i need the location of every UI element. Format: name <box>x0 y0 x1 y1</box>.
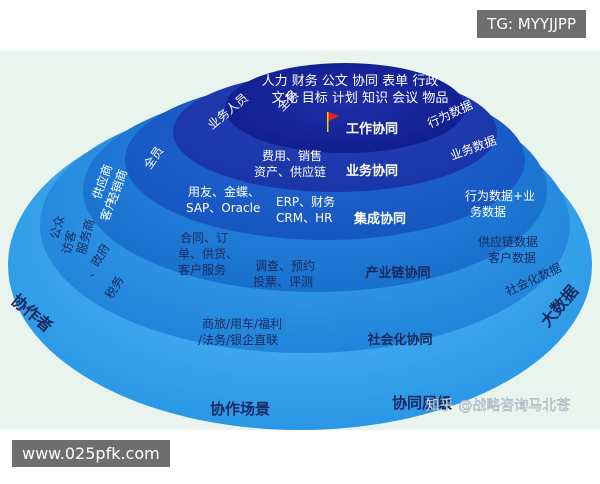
industry-left-line2: 单、供货、 <box>178 246 238 261</box>
work-tasks-line1: 人力 财务 公文 协同 表单 行政 <box>262 73 439 89</box>
social-left-line1: 商旅/用车/福利 <box>202 316 282 331</box>
integration-left-line2: SAP、Oracle <box>186 201 260 215</box>
zhihu-watermark: 知乎 @战略咨询马北苍 <box>426 397 570 414</box>
industry-left-line3: 客户服务 <box>178 262 226 277</box>
flag-icon <box>327 112 340 132</box>
integration-right-line2: 务数据 <box>470 204 506 219</box>
industry-side2-line1: 公众 <box>47 214 67 241</box>
bottom-center-label: 协同层级 <box>392 394 453 412</box>
integration-title: 集成协同 <box>353 211 406 227</box>
bottom-left-label: 协作场景 <box>210 400 270 418</box>
work-tasks-line2: 文化 目标 计划 知识 会议 物品 <box>272 90 449 106</box>
site-watermark: www.025pfk.com <box>12 440 170 467</box>
business-tasks-line2: 资产、供应链 <box>254 164 326 179</box>
ring-work <box>225 63 465 153</box>
work-title: 工作协同 <box>346 121 398 137</box>
tg-watermark: TG: MYYJJPP <box>477 10 586 38</box>
integration-right-line1: 行为数据+业 <box>465 188 535 203</box>
industry-left-line1: 合同、订 <box>180 230 228 245</box>
industry-mid-line2: 投票、评测 <box>253 274 313 289</box>
integration-left-line1: 用友、金蝶、 <box>188 184 260 199</box>
business-title: 业务协同 <box>346 163 398 179</box>
industry-right-line2: 客户数据 <box>488 250 536 265</box>
business-tasks-line1: 费用、销售 <box>262 148 322 163</box>
integration-tasks-line2: CRM、HR <box>276 211 332 225</box>
industry-title: 产业链协同 <box>365 265 430 281</box>
industry-mid-line1: 调查、预约 <box>255 258 315 273</box>
industry-right-line1: 供应链数据 <box>478 234 538 249</box>
industry-side2-line2: 访客 <box>58 229 79 256</box>
social-title: 社会化协同 <box>366 332 432 348</box>
social-left-line2: /法务/银企直联 <box>198 332 278 347</box>
integration-tasks-line1: ERP、财务 <box>276 194 335 209</box>
